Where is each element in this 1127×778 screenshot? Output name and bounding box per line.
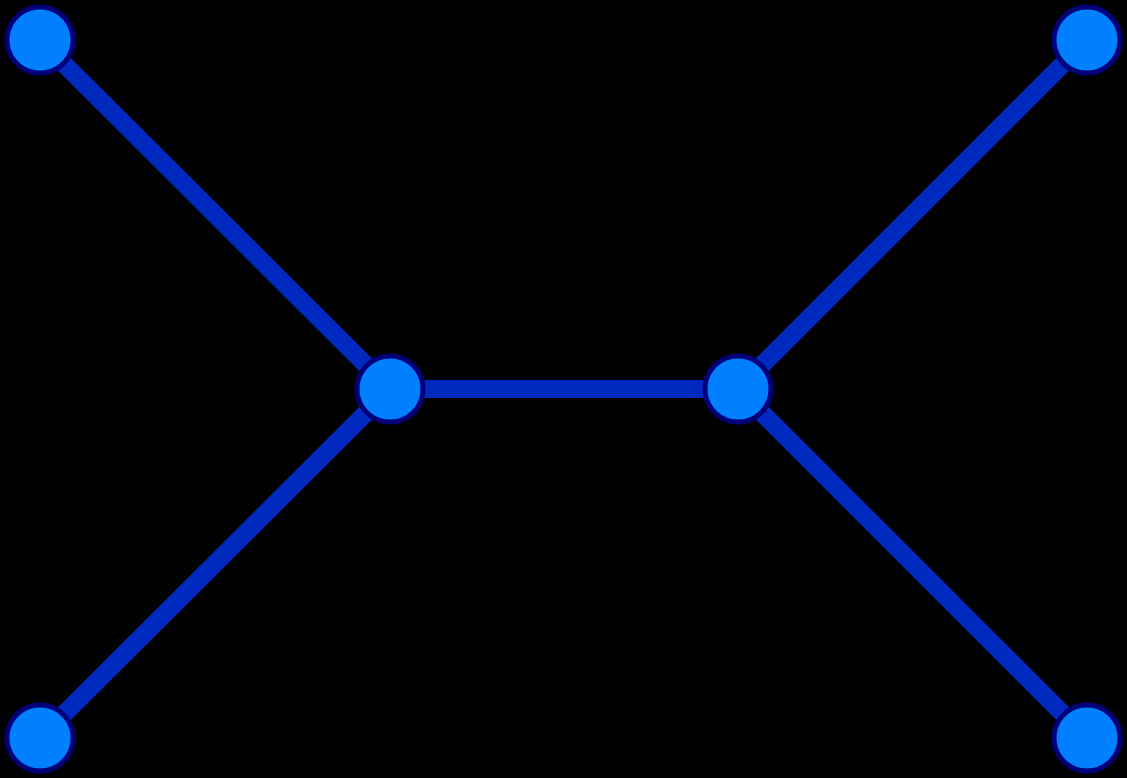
- node-n5: [1051, 702, 1123, 774]
- edge-n3-n1: [731, 33, 1094, 396]
- node-n3: [702, 353, 774, 425]
- edges-layer: [33, 33, 1094, 745]
- edge-n3-n5: [731, 382, 1094, 745]
- edge-n4-n2: [33, 382, 397, 745]
- node-n2: [354, 353, 426, 425]
- node-n1: [1051, 4, 1123, 76]
- nodes-layer: [4, 4, 1123, 774]
- edge-n0-n2: [33, 33, 397, 396]
- node-n4: [4, 702, 76, 774]
- node-n0: [4, 4, 76, 76]
